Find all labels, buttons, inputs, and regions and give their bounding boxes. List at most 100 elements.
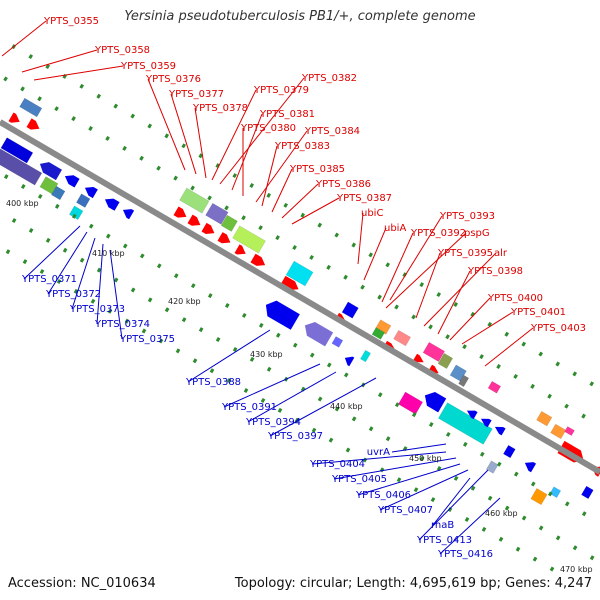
- gene-block: [179, 187, 210, 214]
- tick-dot: [156, 263, 162, 269]
- label-leader: [1, 20, 47, 57]
- tick-dot: [147, 123, 153, 129]
- gene-block: [549, 486, 562, 499]
- gene-label[interactable]: YPTS_0384: [304, 126, 360, 137]
- gene-label[interactable]: YPTS_0377: [168, 89, 224, 100]
- label-leader: [194, 107, 207, 179]
- gene-block: [397, 391, 424, 415]
- gene-block: [68, 205, 84, 220]
- gene-block: [371, 327, 386, 340]
- label-leader: [247, 371, 337, 423]
- gene-label[interactable]: YPTS_0388: [185, 377, 241, 388]
- gene-label[interactable]: YPTS_0383: [274, 141, 330, 152]
- gene-label[interactable]: YPTS_0378: [192, 103, 248, 114]
- gene-label[interactable]: YPTS_0385: [289, 164, 345, 175]
- gene-block: [331, 336, 344, 348]
- tick-dot: [368, 426, 374, 432]
- label-leader: [33, 65, 124, 81]
- gene-label[interactable]: YPTS_0394: [245, 417, 301, 428]
- label-leader: [109, 249, 123, 340]
- tick-dot: [309, 254, 314, 260]
- tick-dot: [258, 322, 264, 328]
- label-leader: [363, 227, 387, 281]
- gene-label[interactable]: YPTS_0381: [259, 109, 315, 120]
- gene-label[interactable]: YPTS_0403: [530, 323, 586, 334]
- gene-label[interactable]: YPTS_0401: [510, 307, 566, 318]
- gene-block: [485, 460, 499, 474]
- tick-dot: [96, 267, 102, 273]
- gene-arrow: [201, 222, 215, 234]
- gene-label[interactable]: YPTS_0392: [410, 228, 466, 239]
- tick-dot: [28, 227, 34, 233]
- label-leader: [432, 477, 471, 526]
- gene-arrow: [187, 214, 201, 226]
- tick-dot: [479, 451, 485, 457]
- label-leader: [281, 183, 319, 219]
- gene-label[interactable]: YPTS_0404: [309, 459, 365, 470]
- gene-arrow: [480, 418, 492, 428]
- tick-dot: [198, 327, 204, 333]
- gene-arrow: [39, 162, 62, 181]
- label-leader: [391, 443, 447, 453]
- gene-label[interactable]: YPTS_0374: [94, 319, 150, 330]
- tick-dot: [487, 495, 493, 501]
- gene-label[interactable]: YPTS_0416: [437, 549, 493, 560]
- gene-label[interactable]: YPTS_0387: [336, 193, 392, 204]
- gene-label[interactable]: YPTS_0405: [331, 474, 387, 485]
- gene-label[interactable]: YPTS_0355: [43, 16, 99, 27]
- gene-label[interactable]: YPTS_0359: [120, 61, 176, 72]
- tick-dot: [173, 175, 178, 181]
- gene-label[interactable]: alr: [494, 248, 508, 259]
- gene-label[interactable]: rhaB: [431, 520, 454, 531]
- gene-block: [564, 426, 575, 437]
- gene-label[interactable]: YPTS_0380: [240, 123, 296, 134]
- gene-label[interactable]: YPTS_0407: [377, 505, 433, 516]
- gene-label[interactable]: pspG: [464, 228, 490, 239]
- tick-dot: [589, 555, 595, 561]
- label-leader: [389, 215, 443, 301]
- gene-label[interactable]: YPTS_0391: [221, 402, 277, 413]
- tick-dot: [496, 364, 501, 370]
- tick-dot: [113, 103, 119, 109]
- gene-label[interactable]: YPTS_0393: [439, 211, 495, 222]
- gene-label[interactable]: uvrA: [367, 447, 390, 458]
- gene-label[interactable]: YPTS_0406: [355, 490, 411, 501]
- gene-labels[interactable]: YPTS_0355YPTS_0358YPTS_0359YPTS_0376YPTS…: [21, 16, 586, 560]
- gene-block: [438, 402, 493, 445]
- gene-label[interactable]: YPTS_0395: [437, 248, 493, 259]
- gene-label[interactable]: YPTS_0373: [69, 304, 125, 315]
- label-leader: [415, 252, 441, 319]
- tick-dot: [555, 535, 561, 541]
- gene-label[interactable]: YPTS_0398: [467, 266, 523, 277]
- gene-label[interactable]: YPTS_0413: [416, 535, 472, 546]
- tick-dot: [462, 441, 468, 447]
- gene-label[interactable]: YPTS_0397: [267, 431, 323, 442]
- gene-label[interactable]: YPTS_0371: [21, 274, 77, 285]
- gene-label[interactable]: YPTS_0386: [315, 179, 371, 190]
- gene-label[interactable]: ubiA: [384, 223, 406, 234]
- tick-dot: [530, 383, 535, 389]
- gene-label[interactable]: YPTS_0382: [301, 73, 357, 84]
- gene-label[interactable]: YPTS_0375: [119, 334, 175, 345]
- gene-block: [393, 329, 412, 347]
- gene-label[interactable]: YPTS_0400: [487, 293, 543, 304]
- tick-dot: [317, 222, 323, 228]
- tick-dot: [141, 328, 147, 334]
- label-leader: [333, 457, 457, 480]
- tick-dot: [56, 278, 62, 284]
- label-leader: [231, 113, 263, 191]
- gene-label[interactable]: ubiC: [361, 208, 383, 219]
- tick-dot: [311, 427, 317, 433]
- gene-label[interactable]: YPTS_0358: [94, 45, 150, 56]
- tick-dot: [181, 143, 187, 149]
- tick-dot: [258, 225, 263, 231]
- gene-label[interactable]: YPTS_0376: [145, 74, 201, 85]
- accession-text: Accession: NC_010634: [8, 576, 156, 591]
- gene-label[interactable]: YPTS_0379: [253, 85, 309, 96]
- tick-dot: [283, 202, 289, 208]
- tick-dot: [124, 318, 130, 324]
- tick-dot: [453, 301, 459, 307]
- gene-label[interactable]: YPTS_0372: [45, 289, 101, 300]
- tick-dot: [300, 212, 306, 218]
